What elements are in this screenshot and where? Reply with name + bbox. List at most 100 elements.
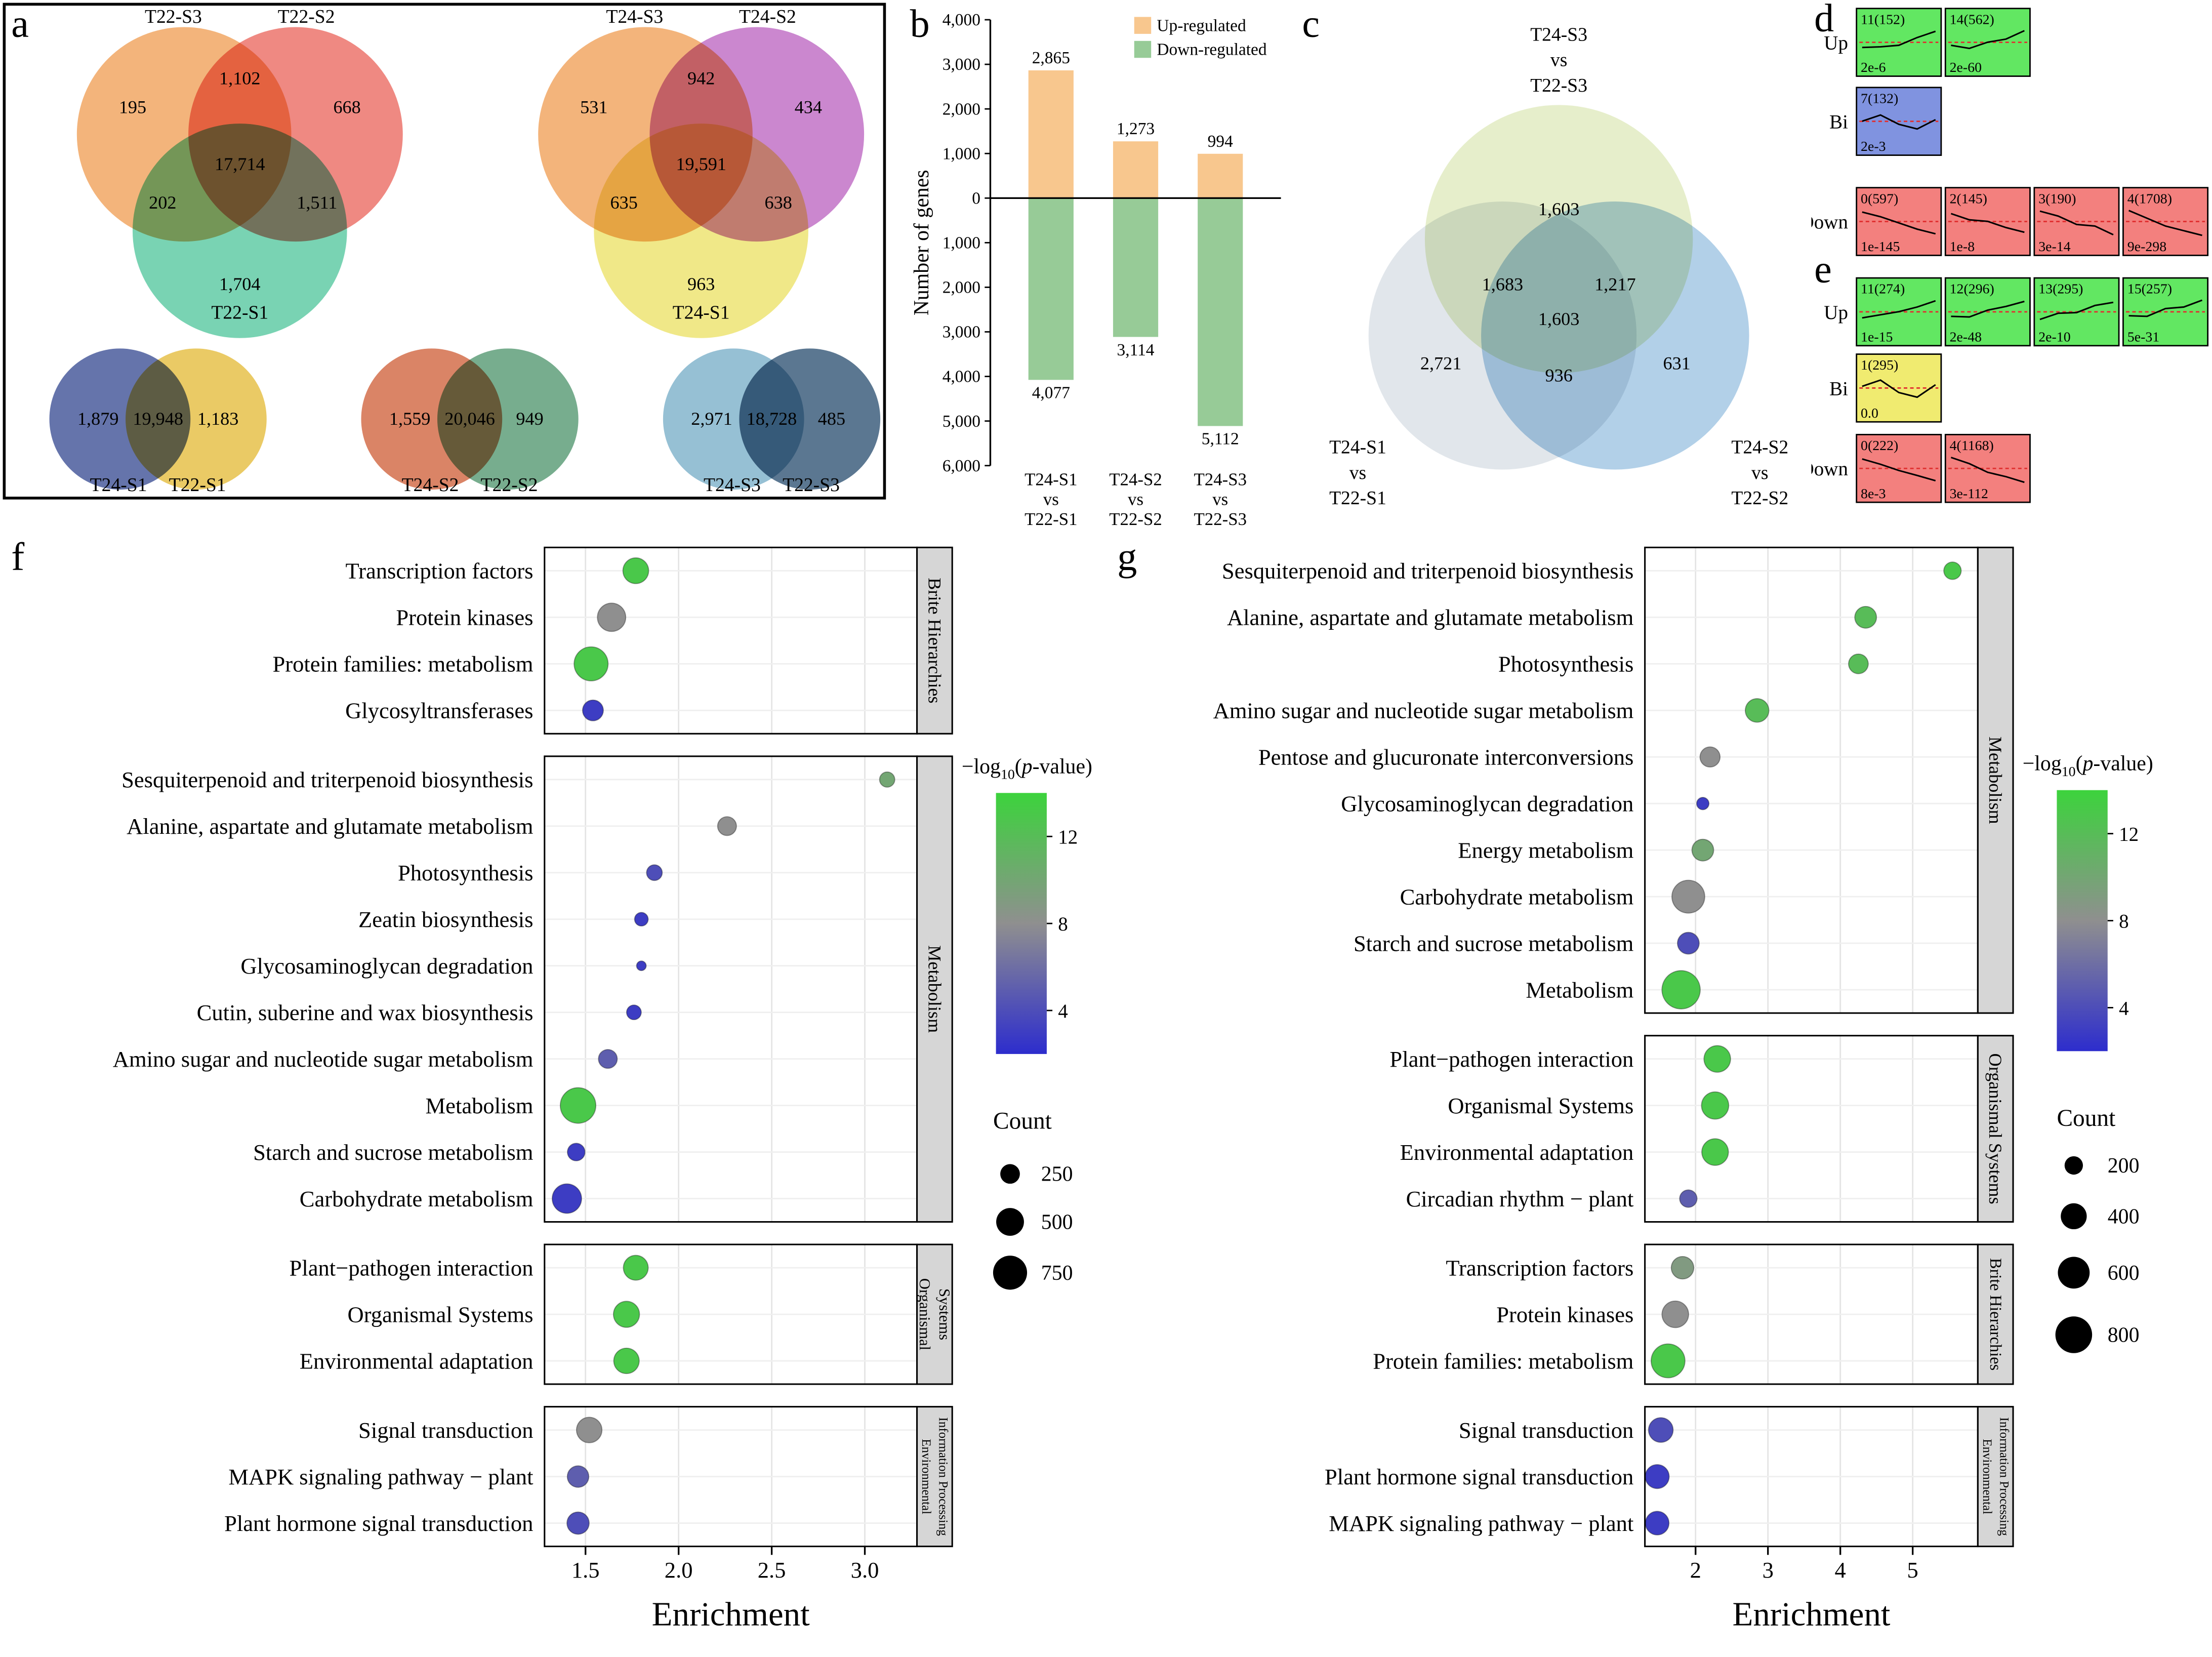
data-point <box>582 699 604 721</box>
category-label: Carbohydrate metabolism <box>300 1186 534 1211</box>
venn-circle <box>594 124 808 338</box>
venn-region-count: 19,591 <box>676 154 726 174</box>
size-legend-dot <box>2061 1203 2087 1230</box>
size-legend-dot <box>2058 1257 2090 1289</box>
venn-set-label: T22-S2 <box>278 6 335 27</box>
bar-down <box>1028 198 1074 380</box>
category-label: Plant−pathogen interaction <box>290 1255 534 1280</box>
venn-region-count: 638 <box>764 192 792 213</box>
bar-value-up: 1,273 <box>1117 119 1155 138</box>
cluster-row-label: Down <box>1812 458 1848 480</box>
cluster-cell-id: 4(1708) <box>2127 191 2172 207</box>
venn-set-label: T24-S1 <box>673 302 730 324</box>
cluster-profile-curve <box>1951 300 2025 318</box>
cluster-cell-pvalue: 2e-60 <box>1950 60 1982 75</box>
cluster-cell <box>1944 187 2031 256</box>
venn-region-count: 18,728 <box>747 409 797 429</box>
panel-label-b: b <box>910 3 930 47</box>
data-point <box>1671 879 1705 914</box>
venn-set-label: T22-S2 <box>481 474 538 496</box>
venn-region-count: 1,511 <box>297 192 337 213</box>
data-point <box>1645 1511 1670 1535</box>
data-point <box>1691 838 1714 862</box>
data-point <box>1670 1256 1695 1280</box>
data-point <box>567 1143 586 1161</box>
venn-region-count: 1,559 <box>389 409 431 429</box>
size-legend-title: Count <box>993 1108 1052 1135</box>
size-legend-label: 400 <box>2108 1205 2140 1228</box>
colorbar-tick-label: 8 <box>1058 913 1068 935</box>
venn-circle <box>126 348 267 490</box>
cluster-cell-pvalue: 8e-3 <box>1861 486 1886 502</box>
panel-g-bubble-plot: Sesquiterpenoid and triterpenoid biosynt… <box>1213 546 2153 1633</box>
venn-region-count: 1,183 <box>197 409 239 429</box>
cluster-cell-pvalue: 2e-48 <box>1950 329 1982 345</box>
x-category-label: T24-S2 <box>1109 470 1162 490</box>
venn-region-count: 631 <box>1663 353 1690 373</box>
category-label: Alanine, aspartate and glutamate metabol… <box>127 814 533 839</box>
data-point <box>613 1347 640 1375</box>
colorbar-tick-label: 8 <box>2119 910 2129 932</box>
facet-strip-label: Environmental <box>1980 1439 1994 1514</box>
data-point <box>1650 1343 1686 1379</box>
cluster-profile-curve <box>1951 30 2025 50</box>
cluster-profile-curve <box>2039 301 2114 320</box>
legend-swatch <box>1134 17 1152 34</box>
cluster-cell-pvalue: 5e-31 <box>2127 329 2159 345</box>
cluster-cell-id: 4(1168) <box>1950 438 1994 454</box>
venn-set-label: T24-S3 <box>606 6 663 27</box>
data-point <box>574 646 609 681</box>
category-label: Sesquiterpenoid and triterpenoid biosynt… <box>1222 558 1633 584</box>
category-label: Protein kinases <box>396 605 533 630</box>
venn-region-count: 2,971 <box>691 409 732 429</box>
venn-region-count: 963 <box>687 274 715 294</box>
panel-e-cluster-grid: Up11(274)1e-1512(296)2e-4813(295)2e-1015… <box>1812 277 2209 503</box>
bar-value-down: 3,114 <box>1117 341 1155 359</box>
venn-region-count: 2,721 <box>1420 353 1462 373</box>
venn-set-label: vs <box>1550 50 1567 71</box>
venn-region-count: 1,603 <box>1538 309 1580 329</box>
cluster-profile-curve <box>1950 213 2025 233</box>
venn-region-count: 668 <box>333 97 360 117</box>
data-point <box>1701 1091 1730 1120</box>
facet-strip-label: Organismal <box>916 1278 933 1350</box>
venn-set-label: vs <box>1349 462 1366 483</box>
facet-strip <box>1977 546 2014 1014</box>
y-tick-label: 6,000 <box>943 457 980 475</box>
category-label: Protein families: metabolism <box>272 652 533 677</box>
facet-strip-label: Brite Hierarchies <box>924 578 945 703</box>
y-axis-title: Number of genes <box>910 170 933 315</box>
data-point <box>551 1183 582 1214</box>
category-label: Circadian rhythm − plant <box>1406 1186 1634 1211</box>
venn-circle <box>739 348 881 490</box>
cluster-profile-curve <box>2039 210 2114 236</box>
cluster-cell-id: 0(222) <box>1861 438 1898 454</box>
size-legend-label: 250 <box>1041 1163 1073 1186</box>
venn-set-label: T24-S2 <box>402 474 459 496</box>
category-label: Glycosaminoglycan degradation <box>1341 791 1633 817</box>
x-tick-label: 2 <box>1690 1557 1701 1583</box>
y-tick-label: 1,000 <box>943 234 980 253</box>
venn-set-label: T24-S2 <box>1731 437 1788 458</box>
cluster-cell-pvalue: 2e-3 <box>1861 139 1886 154</box>
cluster-profile-curve <box>1950 457 2025 483</box>
category-label: Environmental adaptation <box>1400 1140 1634 1165</box>
x-category-label: T22-S2 <box>1109 509 1162 529</box>
facet-strip-label: Metabolism <box>924 945 945 1033</box>
category-label: Starch and sucrose metabolism <box>1354 931 1633 956</box>
cluster-cell-pvalue: 9e-298 <box>2127 239 2166 255</box>
cluster-profile-curve <box>1862 300 1936 319</box>
y-tick-label: 2,000 <box>943 278 980 297</box>
data-point <box>1661 970 1701 1009</box>
panel-b-bar-chart: 4,0003,0002,0001,00001,0002,0003,0004,00… <box>910 11 1281 529</box>
data-point <box>626 1004 642 1021</box>
colorbar <box>996 793 1047 1054</box>
venn-region-count: 635 <box>610 192 637 213</box>
x-tick-label: 2.0 <box>665 1557 693 1583</box>
